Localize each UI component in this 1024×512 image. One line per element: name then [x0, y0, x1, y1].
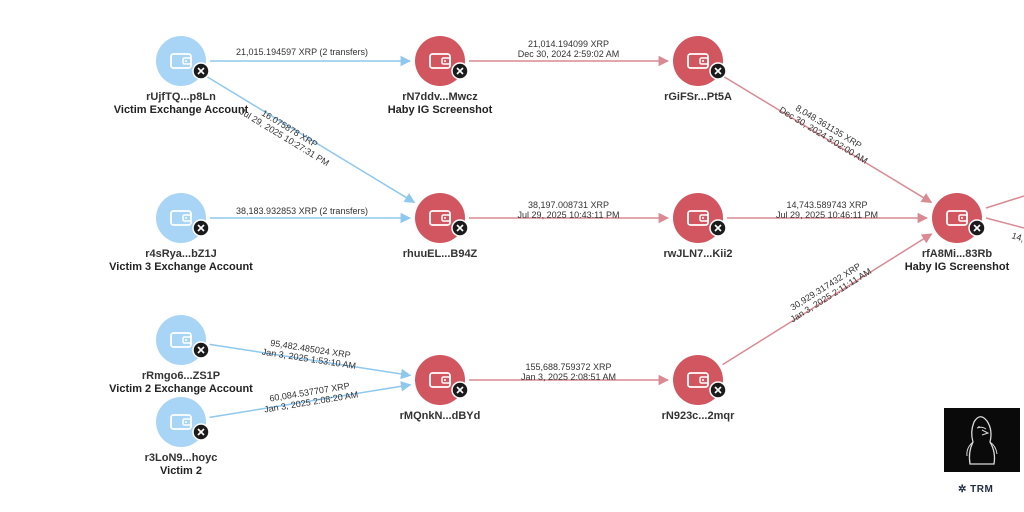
node-address: rGiFSr...Pt5A: [664, 91, 732, 103]
node-address: rhuuEL...B94Z: [403, 248, 478, 260]
edge-date: Dec 30, 2024 2:59:02 AM: [518, 49, 620, 59]
node-sublabel: Victim 3 Exchange Account: [109, 261, 253, 273]
edge-label: 60,084.537707 XRPJan 3, 2025 2:08:20 AM: [262, 380, 359, 415]
node-n6[interactable]: rhuuEL...B94Z: [403, 193, 478, 260]
node-address: rwJLN7...Kii2: [663, 248, 732, 260]
close-icon[interactable]: [192, 62, 210, 80]
edge-line: [722, 233, 933, 366]
edge-line: [209, 343, 412, 380]
close-icon[interactable]: [968, 219, 986, 237]
edge-label: 38,183.932853 XRP (2 transfers): [236, 206, 368, 216]
edge-amount: 38,183.932853 XRP (2 transfers): [236, 206, 368, 216]
node-n8[interactable]: rGiFSr...Pt5A: [664, 36, 732, 103]
node-address: rN7ddv...Mwcz: [402, 91, 478, 103]
wallet-icon: [687, 372, 709, 388]
node-address: rN923c...2mqr: [662, 410, 735, 422]
node-sublabel: Victim Exchange Account: [114, 104, 249, 116]
wallet-icon: [170, 53, 192, 69]
edge-line: [722, 75, 933, 204]
edge-label: 16.075878 XRPJul 29, 2025 10:27:31 PM: [238, 98, 336, 168]
wallet-icon: [170, 332, 192, 348]
close-icon[interactable]: [451, 62, 469, 80]
edge-date: Jan 3, 2025 2:08:51 AM: [521, 372, 616, 382]
edge-n8-n11: 8,048.361135 XRPDec 30, 2024 3:02:00 AM: [722, 75, 933, 204]
edge-n10-n11: 30,929.317432 XRPJan 3, 2025 2:11:11 AM: [722, 233, 933, 366]
edge-date: Jul 29, 2025 10:46:11 PM: [776, 210, 878, 220]
edge-label: 30,929.317432 XRPJan 3, 2025 2:11:11 AM: [783, 258, 873, 325]
edge-amount: 14,743.589743 XRP: [786, 200, 867, 210]
edge-label: 21,015.194597 XRP (2 transfers): [236, 47, 368, 57]
node-sublabel: Haby IG Screenshot: [905, 261, 1010, 273]
node-address: r3LoN9...hoyc: [145, 452, 218, 464]
edge-amount: 21,015.194597 XRP (2 transfers): [236, 47, 368, 57]
node-n7[interactable]: rMQnkN...dBYd: [400, 355, 481, 422]
penguin-logo-icon: [944, 408, 1020, 472]
edge-line: [209, 381, 412, 419]
node-address: rRmgo6...ZS1P: [142, 370, 220, 382]
node-address: rfA8Mi...83Rb: [922, 248, 993, 260]
close-icon[interactable]: [192, 423, 210, 441]
edge-n2-n6: 38,183.932853 XRP (2 transfers): [210, 206, 412, 224]
close-icon[interactable]: [451, 381, 469, 399]
node-address: rUjfTQ...p8Ln: [146, 91, 216, 103]
edge-date: Jul 29, 2025 10:43:11 PM: [518, 210, 620, 220]
close-icon[interactable]: [451, 219, 469, 237]
wallet-icon: [946, 210, 968, 226]
close-icon[interactable]: [709, 219, 727, 237]
node-address: r4sRya...bZ1J: [145, 248, 217, 260]
partial-edge-label: 14,: [1010, 230, 1024, 243]
edge-date: Jul 29, 2025 10:27:31 PM: [238, 106, 331, 168]
node-sublabel: Victim 2: [160, 465, 202, 477]
edge-n1-n6: 16.075878 XRPJul 29, 2025 10:27:31 PM: [205, 75, 416, 204]
edge-label: 8,048.361135 XRPDec 30, 2024 3:02:00 AM: [777, 96, 874, 166]
node-address: rMQnkN...dBYd: [400, 410, 481, 422]
offscreen-edges: 14,: [985, 195, 1024, 244]
edge-date: Dec 30, 2024 3:02:00 AM: [777, 105, 869, 166]
node-n10[interactable]: rN923c...2mqr: [662, 355, 735, 422]
wallet-icon: [429, 210, 451, 226]
edge-label: 95,482.485024 XRPJan 3, 2025 1:53:10 AM: [261, 337, 358, 371]
edge-n1-n5: 21,015.194597 XRP (2 transfers): [210, 47, 412, 67]
wallet-icon: [429, 372, 451, 388]
node-sublabel: Haby IG Screenshot: [388, 104, 493, 116]
close-icon[interactable]: [192, 341, 210, 359]
wallet-icon: [429, 53, 451, 69]
wallet-icon: [687, 210, 709, 226]
wallet-icon: [170, 210, 192, 226]
close-icon[interactable]: [709, 381, 727, 399]
wallet-icon: [170, 414, 192, 430]
node-sublabel: Victim 2 Exchange Account: [109, 383, 253, 395]
edge-n3-n7: 95,482.485024 XRPJan 3, 2025 1:53:10 AM: [209, 337, 412, 380]
brand-logo: ✲ TRM: [958, 484, 994, 495]
edge-line: [205, 75, 416, 204]
edge-amount: 155,688.759372 XRP: [525, 362, 611, 372]
close-icon[interactable]: [709, 62, 727, 80]
node-n9[interactable]: rwJLN7...Kii2: [663, 193, 733, 260]
wallet-icon: [687, 53, 709, 69]
edge-amount: 38,197.008731 XRP: [528, 200, 609, 210]
close-icon[interactable]: [192, 219, 210, 237]
edge-amount: 21,014.194099 XRP: [528, 39, 609, 49]
